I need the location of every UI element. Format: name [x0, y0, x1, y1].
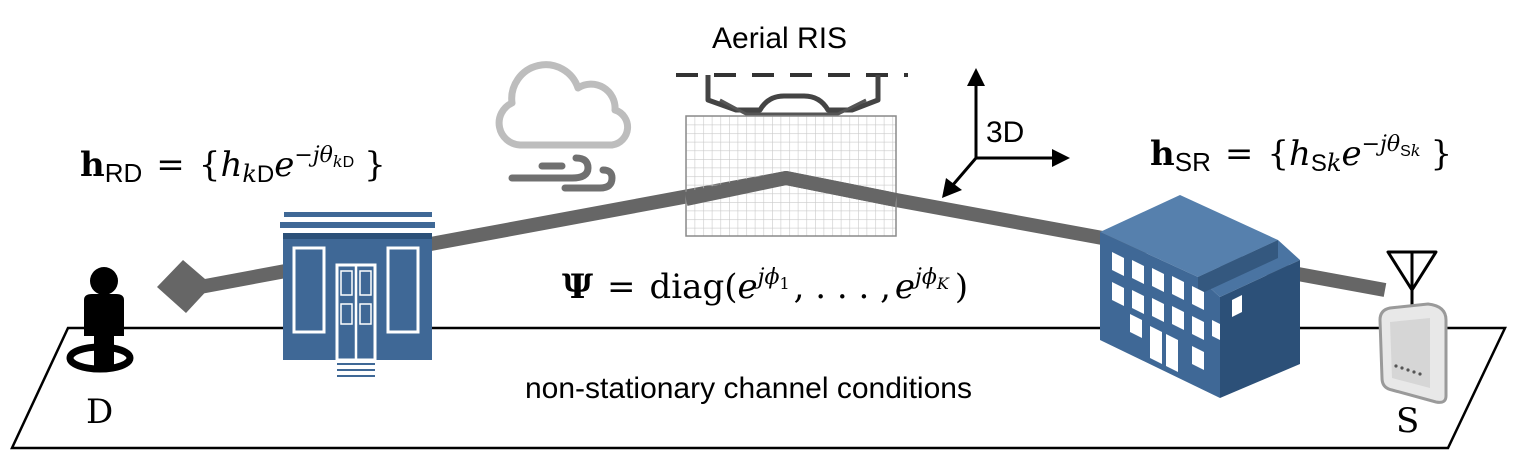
cloud-icon	[495, 61, 632, 149]
access-point-icon	[1378, 302, 1448, 404]
eq-psi-e2-exp: jϕ	[910, 265, 937, 290]
person-icon	[66, 267, 134, 373]
signal-path-arrowhead	[157, 260, 212, 313]
svg-text:hSR={hSke−jθSk}: hSR={hSke−jθSk}	[1150, 132, 1452, 177]
eq-rd-e: e	[274, 145, 294, 185]
office-building-icon	[1100, 195, 1300, 398]
eq-psi-e1-exp: jϕ	[753, 265, 780, 290]
eq-rd-exp-sub-k: k	[333, 152, 343, 171]
aerial-ris-label: Aerial RIS	[712, 22, 847, 55]
svg-text:Ψ=diag(ejϕ1, . . . ,ejϕK): Ψ=diag(ejϕ1, . . . ,ejϕK)	[562, 265, 968, 307]
eq-sr-exp: −jθ	[1362, 132, 1401, 157]
eq-rd-open: {	[199, 145, 221, 185]
eq-sr-h-sub-k: k	[1327, 149, 1342, 177]
equation-h-rd: hRD={hkDe−jθkD}	[80, 143, 386, 188]
eq-rd-h: h	[220, 145, 242, 185]
eq-psi-close: )	[955, 267, 968, 307]
dimension-label: 3D	[986, 116, 1024, 149]
eq-rd-equals: =	[156, 145, 185, 185]
eq-rd-exp: −jθ	[294, 143, 333, 168]
eq-psi-e2-sub: K	[936, 274, 950, 293]
svg-text:hRD={hkDe−jθkD}: hRD={hkDe−jθkD}	[80, 143, 386, 188]
eq-sr-close: }	[1430, 134, 1452, 174]
eq-sr-e: e	[1341, 134, 1361, 174]
source-label: S	[1396, 401, 1419, 441]
ground-caption: non-stationary channel conditions	[525, 372, 972, 405]
eq-psi-e2: e	[895, 267, 915, 307]
drone-icon	[676, 73, 908, 116]
eq-psi-symbol: Ψ	[562, 267, 593, 307]
eq-rd-close: }	[364, 145, 386, 185]
eq-rd-exp-sub-d: D	[343, 154, 355, 171]
equation-h-sr: hSR={hSke−jθSk}	[1150, 132, 1452, 177]
eq-sr-bold-h: h	[1150, 134, 1175, 174]
equation-psi: Ψ=diag(ejϕ1, . . . ,ejϕK)	[562, 265, 968, 307]
eq-rd-h-sub-d: D	[257, 161, 274, 188]
house-icon	[280, 212, 435, 377]
eq-sr-h-sub-s: S	[1311, 150, 1327, 177]
eq-psi-e1-sub: 1	[779, 274, 789, 293]
wind-icon	[508, 154, 616, 192]
eq-rd-bold-h: h	[80, 145, 105, 185]
eq-rd-h-sub-k: k	[242, 160, 257, 188]
destination-label: D	[86, 392, 113, 432]
eq-sr-exp-sub-k: k	[1411, 141, 1421, 160]
antenna-icon	[1386, 250, 1438, 312]
eq-sr-exp-sub-s: S	[1400, 143, 1411, 160]
eq-sr-sub: SR	[1175, 147, 1211, 177]
eq-psi-func: diag(	[650, 267, 738, 307]
eq-sr-open: {	[1267, 134, 1289, 174]
eq-psi-e1: e	[738, 267, 758, 307]
eq-sr-equals: =	[1225, 134, 1254, 174]
ris-surface-icon	[685, 115, 897, 237]
eq-psi-dots: , . . . ,	[794, 267, 891, 307]
axes-3d-icon	[942, 68, 1070, 198]
eq-rd-sub: RD	[105, 158, 143, 188]
eq-psi-equals: =	[607, 267, 636, 307]
eq-sr-h: h	[1289, 134, 1311, 174]
signal-path-over-ris	[684, 171, 898, 207]
